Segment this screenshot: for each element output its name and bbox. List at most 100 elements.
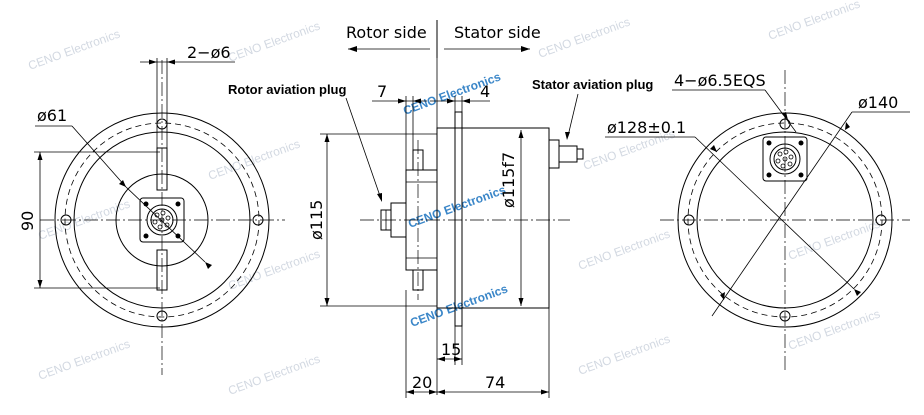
flange-screw <box>766 172 772 178</box>
watermark: CENO Electronics <box>766 0 862 43</box>
arrow <box>521 46 530 52</box>
bolt-hole <box>60 214 72 226</box>
dim-4: 4 <box>480 82 490 101</box>
watermark: CENO Electronics <box>36 337 132 383</box>
rotor-plug-leader <box>345 97 381 197</box>
watermarks: CENO Electronics CENO Electronics CENO E… <box>26 0 882 398</box>
arrow <box>437 356 445 362</box>
watermark: CENO Electronics <box>786 307 882 353</box>
shaft-pin-top <box>156 147 168 191</box>
arrow <box>454 356 462 362</box>
outer-circle <box>54 112 270 328</box>
watermark: CENO Electronics <box>26 27 122 73</box>
watermark: CENO Electronics <box>576 227 672 273</box>
dim-dia-115: ø115 <box>307 200 326 240</box>
arrow <box>348 46 357 52</box>
arrow <box>854 289 861 296</box>
bolt-hole <box>779 310 791 322</box>
arrow <box>37 152 43 160</box>
connector-pin <box>782 156 788 162</box>
left-view: 2−ø6 ø61 90 <box>18 43 285 375</box>
dim-pcd-right: ø128±0.1 <box>607 118 686 137</box>
arrow <box>167 59 175 65</box>
connector-pin <box>787 161 793 167</box>
right-view: 4−ø6.5EQS ø128±0.1 ø140 <box>605 70 910 370</box>
connector-pin <box>777 151 783 157</box>
flange-screw <box>798 172 804 178</box>
arrow <box>541 389 549 395</box>
side-view: Rotor side Stator side Rotor aviation pl… <box>228 20 653 398</box>
arrow <box>437 389 445 395</box>
arrow <box>429 389 437 395</box>
arrow <box>447 98 455 104</box>
connector-pin <box>157 224 163 230</box>
watermark: CENO Electronics <box>786 217 882 263</box>
dim-15: 15 <box>441 340 461 359</box>
dim-dia-right: ø140 <box>858 93 898 112</box>
dim-7: 7 <box>377 82 387 101</box>
connector-pin <box>160 210 166 216</box>
flange-screw <box>766 140 772 146</box>
dim-74: 74 <box>485 373 505 392</box>
arrow <box>377 193 382 202</box>
flange-screw <box>798 140 804 146</box>
leader <box>125 186 206 263</box>
dim-holes-right: 4−ø6.5EQS <box>674 71 766 90</box>
stator-connector-flange <box>762 136 808 182</box>
arrow <box>324 134 330 142</box>
connector-pin <box>775 158 781 164</box>
leader <box>71 125 127 188</box>
watermark: CENO Electronics <box>226 352 322 398</box>
connector-face <box>773 147 797 171</box>
connector-pin <box>164 222 170 228</box>
watermark: CENO Electronics <box>206 137 302 183</box>
rotor-side-label: Rotor side <box>346 23 427 42</box>
shaft-pin-bottom <box>156 249 168 291</box>
flange-screw <box>175 201 181 207</box>
connector-pin <box>788 154 794 160</box>
watermark: CENO Electronics <box>536 15 632 61</box>
pcd-circle <box>64 122 260 318</box>
connector-ring <box>146 204 178 236</box>
bolt-hole <box>875 214 887 226</box>
flange-screw <box>143 233 149 239</box>
arrow <box>518 130 524 138</box>
arrow <box>782 112 788 120</box>
rotor-connector-flange <box>139 197 185 243</box>
dim-line-diag <box>694 136 855 290</box>
hub-circle <box>115 173 209 267</box>
dim-line-diag <box>711 111 853 317</box>
body-circle <box>696 131 874 309</box>
connector-pin <box>165 215 171 221</box>
arrow <box>205 262 212 269</box>
dim-hole-left: 2−ø6 <box>187 43 231 62</box>
connector-pin <box>780 163 786 169</box>
arrow <box>462 98 470 104</box>
rotor-plug-label: Rotor aviation plug <box>228 82 347 97</box>
connector-face <box>150 208 174 232</box>
body-circle <box>73 131 251 309</box>
watermark: CENO Electronics <box>226 247 322 293</box>
stator-plug-label: Stator aviation plug <box>532 77 653 92</box>
arrow <box>119 180 126 187</box>
dim-dia-115f7: ø115f7 <box>499 152 518 208</box>
connector-pin <box>783 149 789 155</box>
arrow <box>710 145 717 152</box>
watermark-blue: CENO Electronics <box>406 182 508 230</box>
bolt-hole <box>683 214 695 226</box>
stator-body <box>436 127 550 309</box>
dim-bore-left: ø61 <box>37 106 67 125</box>
arrow <box>406 389 414 395</box>
arrow <box>565 132 570 140</box>
pcd-circle <box>687 122 883 318</box>
connector-pin <box>152 219 158 225</box>
connector-ring <box>769 143 801 175</box>
connector-pin <box>159 217 165 223</box>
watermark: CENO Electronics <box>576 332 672 378</box>
stator-plug-body <box>558 145 578 163</box>
arrow <box>413 98 421 104</box>
dim-height-left: 90 <box>18 211 37 231</box>
bolt-hole <box>156 310 168 322</box>
stator-plug-base <box>548 139 560 169</box>
